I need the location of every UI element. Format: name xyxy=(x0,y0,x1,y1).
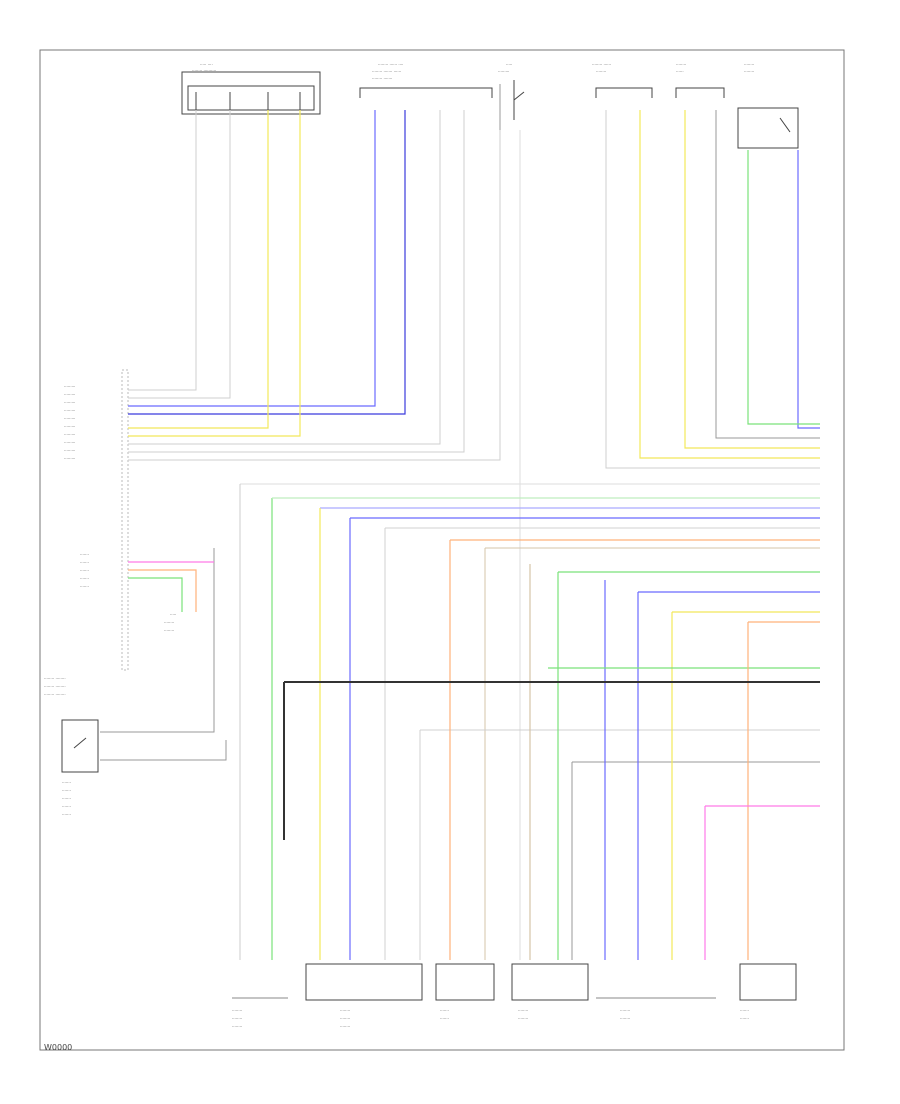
wires-pink-black xyxy=(128,561,820,960)
svg-text:·······: ······· xyxy=(80,568,89,573)
svg-text:········: ········ xyxy=(340,1024,350,1029)
svg-text:········ ··········: ········ ·········· xyxy=(192,68,216,73)
svg-text:·······: ······· xyxy=(440,1008,449,1013)
svg-text:········ ·······: ········ ······· xyxy=(372,76,392,81)
svg-text:········: ········ xyxy=(596,69,606,74)
svg-text:········: ········ xyxy=(620,1016,630,1021)
svg-text:······: ······ xyxy=(676,69,684,74)
svg-text:·······: ······· xyxy=(62,796,71,801)
svg-text:········ ······ ····: ········ ······ ···· xyxy=(378,62,403,67)
svg-text:········: ········ xyxy=(340,1008,350,1013)
svg-text:·······: ······· xyxy=(62,788,71,793)
svg-text:·······: ······· xyxy=(80,560,89,565)
svg-text:········: ········ xyxy=(232,1024,242,1029)
svg-text:·······: ······· xyxy=(62,780,71,785)
control-module-pins: ········· ········· ········· ········· … xyxy=(44,369,129,697)
svg-text:·········: ········· xyxy=(64,440,75,445)
svg-text:········: ········ xyxy=(518,1008,528,1013)
svg-text:·········: ········· xyxy=(64,416,75,421)
svg-text:·········: ········· xyxy=(64,384,75,389)
top-right-sensor-block-3: ········ ········ xyxy=(737,62,799,149)
svg-text:·········: ········· xyxy=(64,448,75,453)
svg-text:········ ······: ········ ······ xyxy=(592,62,611,67)
svg-text:········: ········ xyxy=(620,1008,630,1013)
svg-text:········: ········ xyxy=(744,62,754,67)
svg-text:·······: ······· xyxy=(80,584,89,589)
top-right-sensor-block-1: ········ ······ ········ xyxy=(592,62,653,98)
svg-text:········ ········: ········ ········ xyxy=(44,684,66,689)
wires-gray xyxy=(100,110,820,960)
svg-text:·········: ········· xyxy=(64,408,75,413)
svg-text:·······: ······· xyxy=(62,812,71,817)
svg-text:········: ········ xyxy=(164,620,174,625)
svg-text:·········: ········· xyxy=(64,456,75,461)
top-center-module-block: ········ ······ ···· ········ ······· ··… xyxy=(359,62,501,130)
svg-text:·······: ······· xyxy=(740,1008,749,1013)
bottom-component-labels: ········ ········ ········ ········ ····… xyxy=(232,1008,749,1029)
svg-text:········: ········ xyxy=(232,1008,242,1013)
svg-text:·······: ······· xyxy=(62,804,71,809)
left-small-sensor: ····· ········ ········ xyxy=(164,612,176,633)
svg-text:········ ········: ········ ········ xyxy=(44,676,66,681)
svg-text:········: ········ xyxy=(676,62,686,67)
svg-text:········: ········ xyxy=(744,69,754,74)
svg-text:·········: ········· xyxy=(64,424,75,429)
svg-text:·········: ········· xyxy=(498,69,509,74)
svg-text:·······: ······· xyxy=(440,1016,449,1021)
svg-text:·········: ········· xyxy=(64,400,75,405)
wires-yellow xyxy=(128,110,820,960)
figure-id: W0000 xyxy=(44,1043,72,1052)
svg-text:········: ········ xyxy=(518,1016,528,1021)
svg-text:·········: ········· xyxy=(64,392,75,397)
bottom-left-switch: ······· ······· ······· ······· ······· xyxy=(61,719,99,817)
svg-text:·····: ····· xyxy=(170,612,176,617)
wires-orange xyxy=(128,539,820,960)
wires-green xyxy=(128,150,820,960)
diagram-frame xyxy=(39,49,845,1051)
svg-text:········: ········ xyxy=(340,1016,350,1021)
svg-text:········: ········ xyxy=(164,628,174,633)
top-left-connector-block: ····· ···· ········ ·········· xyxy=(181,62,321,115)
svg-text:········ ······· ······: ········ ······· ······ xyxy=(372,69,401,74)
svg-text:········ ········: ········ ········ xyxy=(44,692,66,697)
bottom-connectors xyxy=(232,963,797,1001)
svg-text:········: ········ xyxy=(232,1016,242,1021)
top-switch-component: ····· ········· xyxy=(498,62,525,120)
svg-text:····· ····: ····· ···· xyxy=(200,62,213,67)
top-right-sensor-block-2: ········ ······ xyxy=(675,62,725,98)
svg-text:·······: ······· xyxy=(80,576,89,581)
svg-text:·····: ····· xyxy=(506,62,512,67)
wires-blue xyxy=(128,110,820,960)
svg-text:·······: ······· xyxy=(80,552,89,557)
svg-text:·········: ········· xyxy=(64,432,75,437)
svg-text:·······: ······· xyxy=(740,1016,749,1021)
